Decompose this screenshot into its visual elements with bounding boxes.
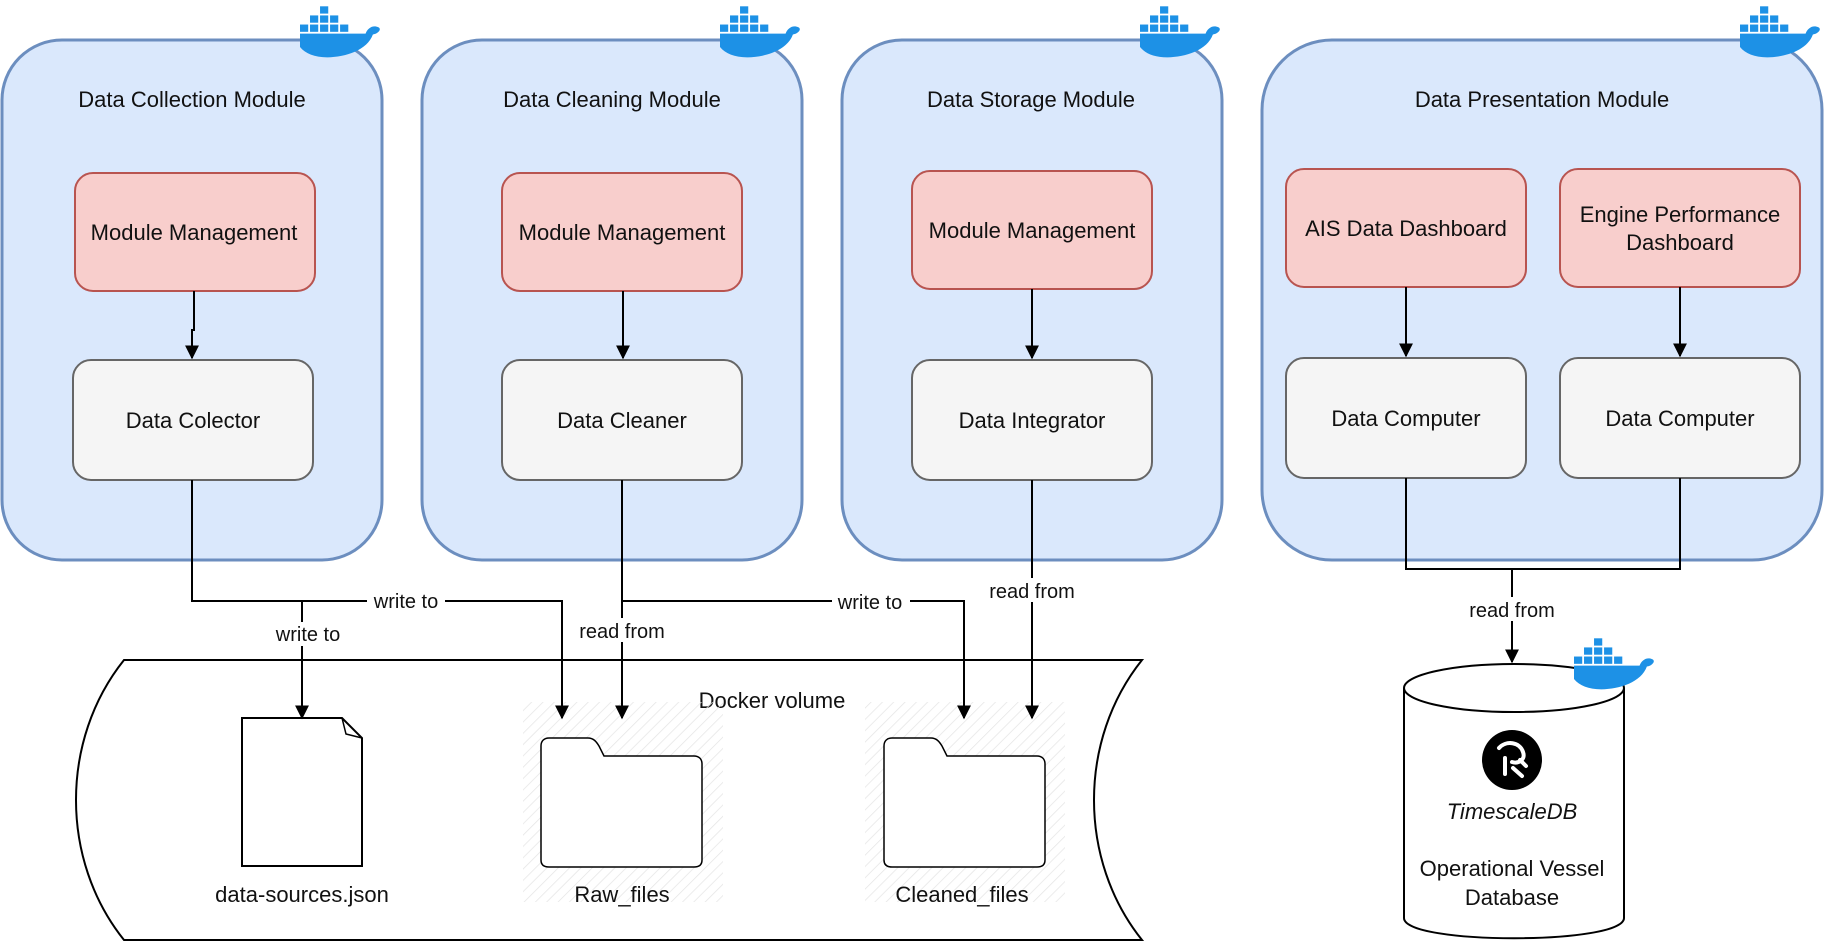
module-title: Data Collection Module xyxy=(78,87,305,112)
module-management-box[interactable]: Module Management xyxy=(911,170,1153,290)
module-title: Data Cleaning Module xyxy=(503,87,721,112)
timescaledb-logo-icon xyxy=(1482,730,1542,790)
docker-whale-icon xyxy=(1740,6,1820,58)
folder-icon xyxy=(540,737,703,868)
folder-icon xyxy=(883,737,1046,868)
label-bg xyxy=(1462,597,1558,621)
edge-label-write-to: write to xyxy=(373,591,438,613)
docker-whale-icon xyxy=(1140,6,1220,58)
edge-label-write-to: write to xyxy=(837,592,902,614)
data-integrator-box[interactable]: Data Integrator xyxy=(911,359,1153,481)
module-container xyxy=(1260,38,1824,562)
raw-files-folder[interactable]: Raw_files xyxy=(523,702,723,907)
edge-computers-merge xyxy=(1405,478,1681,570)
arrow-management-to-collector xyxy=(185,291,199,360)
data-collector-box[interactable]: Data Colector xyxy=(72,359,314,481)
cleaned-files-folder[interactable]: Cleaned_files xyxy=(865,702,1065,907)
data-collection-module: Data Collection Module Module Management… xyxy=(0,6,384,562)
file-icon xyxy=(241,717,363,867)
label-bg xyxy=(832,590,910,614)
module-title: Data Presentation Module xyxy=(1415,87,1669,112)
database-brand: TimescaleDB xyxy=(1447,799,1578,824)
data-storage-module: Data Storage Module Module Management Da… xyxy=(840,6,1224,562)
file-label: data-sources.json xyxy=(215,882,389,907)
data-cleaning-module: Data Cleaning Module Module Management D… xyxy=(420,6,804,562)
database-cylinder-body xyxy=(1403,688,1625,940)
module-management-box[interactable]: Module Management xyxy=(74,172,316,292)
ais-data-dashboard-box[interactable]: AIS Data Dashboard xyxy=(1285,168,1527,288)
database-label-line1: Operational Vessel xyxy=(1420,856,1605,881)
docker-volume-title: Docker volume xyxy=(699,688,846,713)
database-label-line2: Database xyxy=(1465,885,1559,910)
operational-vessel-database[interactable]: TimescaleDB Operational Vessel Database xyxy=(1403,638,1654,940)
data-computer-label: Data Computer xyxy=(1331,406,1480,431)
folder-label: Raw_files xyxy=(574,882,669,907)
data-computer-label: Data Computer xyxy=(1605,406,1754,431)
label-bg xyxy=(984,578,1080,602)
data-sources-file[interactable]: data-sources.json xyxy=(215,717,389,907)
data-integrator-label: Data Integrator xyxy=(959,408,1106,433)
database-cylinder-top xyxy=(1403,663,1625,713)
docker-whale-icon xyxy=(1574,638,1654,690)
ais-data-dashboard-label: AIS Data Dashboard xyxy=(1305,216,1507,241)
engine-performance-dashboard-box[interactable]: Engine Performance Dashboard xyxy=(1559,168,1801,288)
docker-whale-icon xyxy=(300,6,380,58)
data-cleaner-label: Data Cleaner xyxy=(557,408,687,433)
label-bg xyxy=(367,588,445,612)
folder-label: Cleaned_files xyxy=(895,882,1028,907)
file-icon-fold xyxy=(341,717,363,739)
module-management-label: Module Management xyxy=(929,218,1136,243)
label-bg xyxy=(268,622,346,646)
module-management-label: Module Management xyxy=(519,220,726,245)
data-computer-box-2[interactable]: Data Computer xyxy=(1559,357,1801,479)
module-management-box[interactable]: Module Management xyxy=(501,172,743,292)
edge-label-write-to: write to xyxy=(275,624,340,646)
docker-whale-icon xyxy=(720,6,800,58)
edge-label-read-from: read from xyxy=(1469,600,1555,622)
module-container xyxy=(420,38,804,562)
data-computer-box-1[interactable]: Data Computer xyxy=(1285,357,1527,479)
data-collector-label: Data Colector xyxy=(126,408,261,433)
engine-performance-label-line1: Engine Performance xyxy=(1580,202,1781,227)
edge-cleaner-write-cleaned xyxy=(622,600,971,720)
label-bg xyxy=(572,618,668,642)
edge-label-read-from: read from xyxy=(989,581,1075,603)
data-presentation-module: Data Presentation Module AIS Data Dashbo… xyxy=(1260,6,1824,562)
data-cleaner-box[interactable]: Data Cleaner xyxy=(501,359,743,481)
edge-label-read-from: read from xyxy=(579,621,665,643)
module-management-label: Module Management xyxy=(91,220,298,245)
engine-performance-label-line2: Dashboard xyxy=(1626,230,1734,255)
module-title: Data Storage Module xyxy=(927,87,1135,112)
